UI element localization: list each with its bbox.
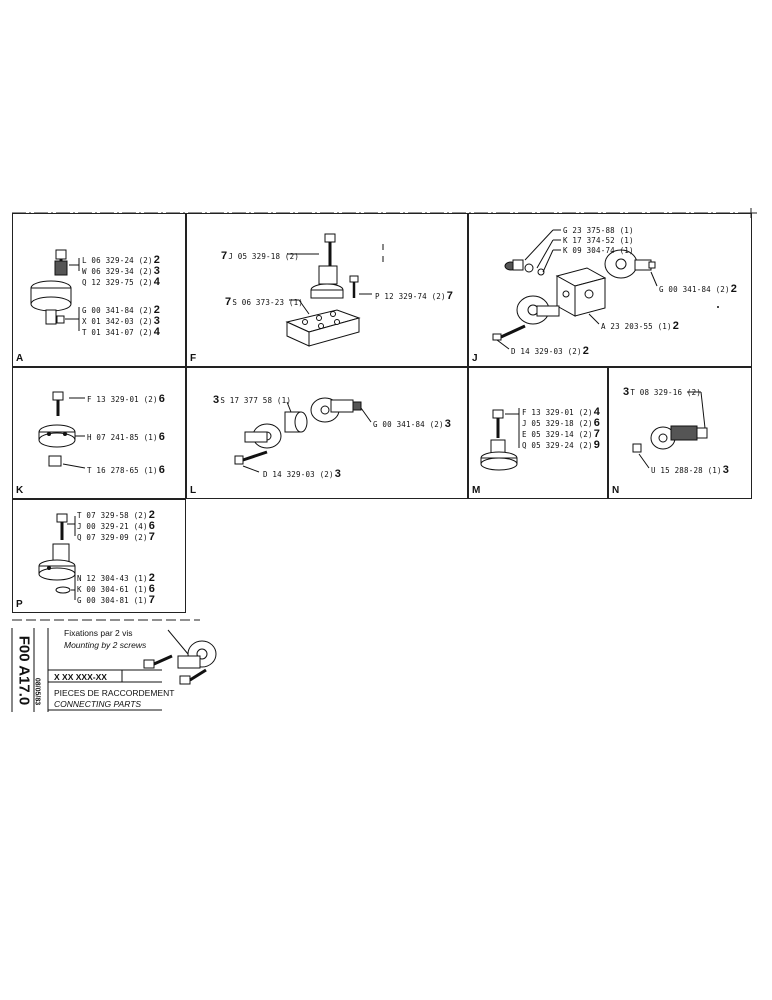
- part-ref-m-1: F 13 329-01 (2)4: [522, 406, 601, 418]
- part-ref-a-4: G 00 341-84 (2)2: [82, 304, 161, 316]
- part-ref-n-2: U 15 288-28 (1)3: [651, 464, 730, 476]
- part-ref-f-3: P 12 329-74 (2)7: [375, 290, 454, 302]
- assembly-k-drawing: [38, 391, 86, 469]
- panel-p: T 07 329-58 (2)2 J 00 329-21 (4)6 Q 07 3…: [12, 499, 186, 613]
- part-ref-a-5: X 01 342-03 (2)3: [82, 315, 161, 327]
- assembly-a-drawing: [30, 249, 80, 331]
- part-ref-j-3: K 09 304-74 (1): [563, 246, 634, 255]
- part-ref-l-3: D 14 329-03 (2)3: [263, 468, 342, 480]
- assembly-p-drawing: [38, 513, 76, 600]
- title-fr: PIECES DE RACCORDEMENT: [54, 688, 175, 698]
- part-ref-j-4: G 00 341-84 (2)2: [659, 283, 738, 295]
- part-ref-k-1: F 13 329-01 (2)6: [87, 393, 166, 405]
- panel-label-j: J: [472, 353, 478, 364]
- panel-label-k: K: [16, 485, 24, 496]
- title-block-lines: [11, 628, 162, 712]
- assembly-l-drawing: [234, 397, 372, 473]
- panel-label-l: L: [190, 485, 197, 496]
- part-ref-k-3: T 16 278-65 (1)6: [87, 464, 166, 476]
- panel-m: F 13 329-01 (2)4 J 05 329-18 (2)6 E 05 3…: [468, 367, 608, 499]
- fixing-note-en: Mounting by 2 screws: [64, 640, 147, 650]
- panel-label-p: P: [16, 599, 23, 610]
- assembly-m-drawing: [480, 408, 520, 471]
- part-ref-a-3: Q 12 329-75 (2)4: [82, 276, 161, 288]
- assembly-j-drawing: [492, 229, 719, 350]
- part-ref-l-1: 3S 17 377 58 (1): [213, 394, 292, 406]
- part-ref-a-2: W 06 329-34 (2)3: [82, 265, 161, 277]
- drawing-date: 08/05/83: [33, 677, 41, 706]
- panel-j: G 23 375-88 (1) K 17 374-52 (1) K 09 304…: [468, 213, 752, 367]
- part-ref-m-2: J 05 329-18 (2)6: [522, 417, 601, 429]
- panel-label-a: A: [16, 353, 24, 364]
- part-ref-m-3: E 05 329-14 (2)7: [522, 428, 601, 440]
- part-ref-a-1: L 06 329-24 (2)2: [82, 254, 161, 266]
- panel-k: F 13 329-01 (2)6 H 07 241-85 (1)6 T 16 2…: [12, 367, 186, 499]
- panel-label-f: F: [190, 353, 197, 364]
- drawing-code: F00 A17.0: [15, 635, 33, 706]
- part-ref-p-6: G 00 304-81 (1)7: [77, 594, 156, 606]
- part-ref-p-4: N 12 304-43 (1)2: [77, 572, 156, 584]
- part-ref-p-5: K 00 304-61 (1)6: [77, 583, 156, 595]
- part-ref-l-2: G 00 341-84 (2)3: [373, 418, 452, 430]
- part-ref-f-1: 7J 05 329-18 (2): [221, 250, 300, 262]
- fixing-note-fr: Fixations par 2 vis: [64, 628, 133, 638]
- panel-a: L 06 329-24 (2)2 W 06 329-34 (2)3 Q 12 3…: [12, 213, 186, 367]
- part-ref-j-5: A 23 203-55 (1)2: [601, 320, 680, 332]
- title-en: CONNECTING PARTS: [54, 699, 142, 709]
- part-ref-j-6: D 14 329-03 (2)2: [511, 345, 590, 357]
- part-ref-n-1: 3T 08 329-16 (2): [623, 386, 702, 398]
- part-ref-m-4: Q 05 329-24 (2)9: [522, 439, 601, 451]
- panel-label-n: N: [612, 485, 620, 496]
- title-block: F00 A17.0 08/05/83 Fixations par 2 vis M…: [11, 626, 222, 712]
- part-number: X XX XXX-XX: [54, 672, 107, 682]
- part-ref-j-2: K 17 374-52 (1): [563, 236, 634, 245]
- panel-l: 3S 17 377 58 (1) G 00 341-84 (2)3 D 14 3…: [186, 367, 468, 499]
- panel-label-m: M: [472, 485, 481, 496]
- part-ref-j-1: G 23 375-88 (1): [563, 226, 634, 235]
- panel-n: 3T 08 329-16 (2) U 15 288-28 (1)3 N: [608, 367, 752, 499]
- panel-f: 7J 05 329-18 (2) 7S 06 373-23 (1) P 12 3…: [186, 213, 468, 367]
- part-ref-p-1: T 07 329-58 (2)2: [77, 509, 156, 521]
- mounting-sketch: [143, 629, 217, 685]
- part-ref-k-2: H 07 241-85 (1)6: [87, 431, 166, 443]
- part-ref-a-6: T 01 341-07 (2)4: [82, 326, 161, 338]
- assembly-n-drawing: [632, 391, 708, 469]
- part-ref-f-2: 7S 06 373-23 (1): [225, 296, 304, 308]
- part-ref-p-3: Q 07 329-09 (2)7: [77, 531, 156, 543]
- part-ref-p-2: J 00 329-21 (4)6: [77, 520, 156, 532]
- assembly-f-drawing: [285, 233, 384, 347]
